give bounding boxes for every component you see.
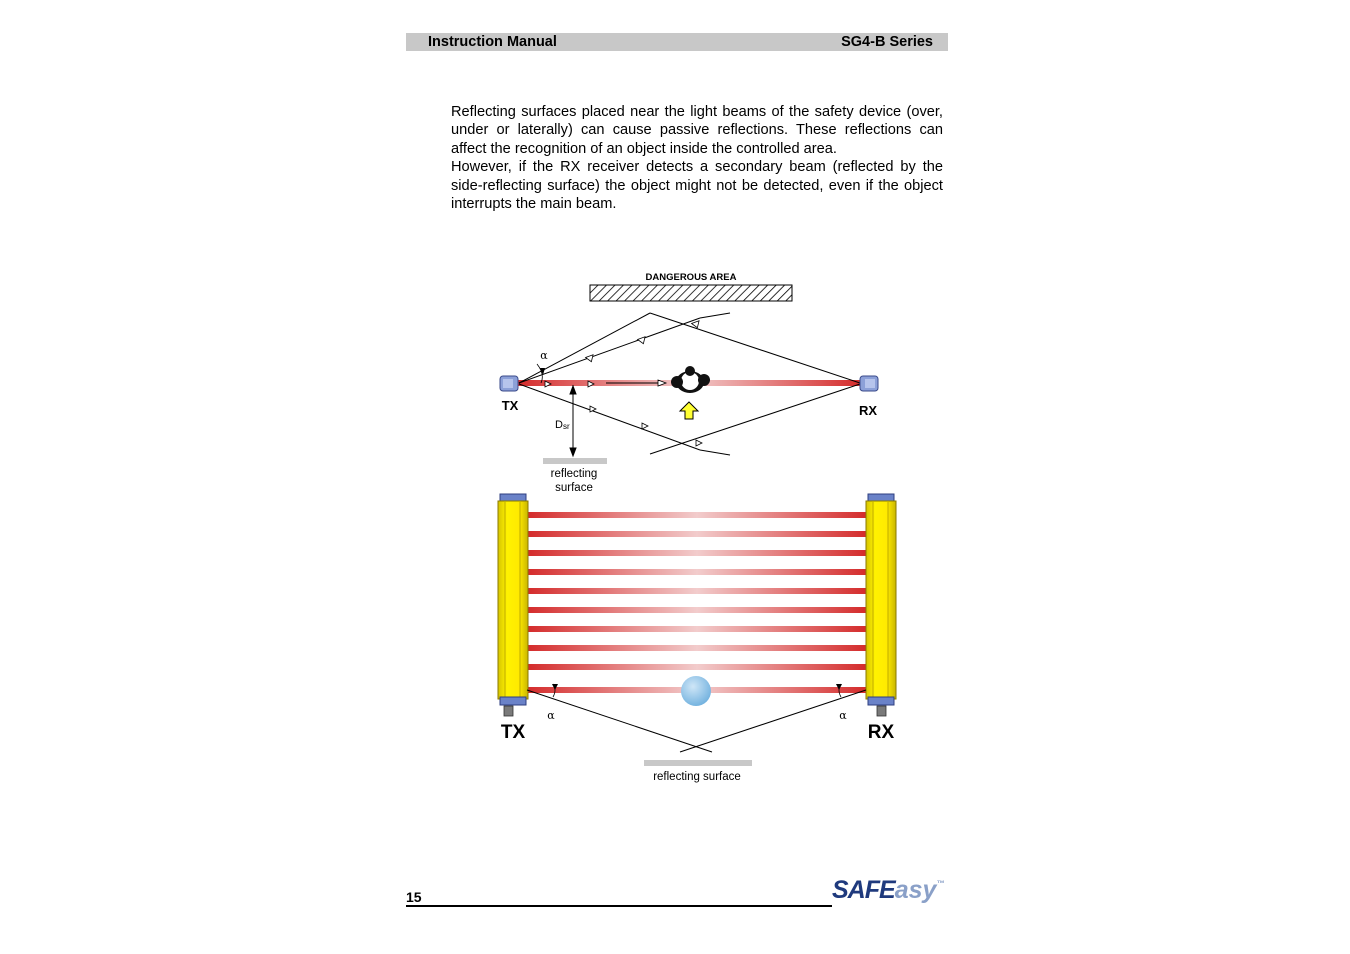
direction-arrows [544,320,703,447]
paragraph-1: Reflecting surfaces placed near the ligh… [451,104,943,157]
obstacle-ball-icon [681,676,711,706]
alpha-arrow-right [836,684,842,690]
reflecting-surface-top [543,458,607,464]
dangerous-area-hatch [589,284,793,302]
alpha-label-left: α [547,709,555,722]
dangerous-area-label: DANGEROUS AREA [646,272,737,283]
reflecting-surface-label-2: surface [555,482,593,494]
rx-light-curtain [865,493,897,717]
rx-label-bottom: RX [868,722,895,743]
page-header: Instruction Manual SG4-B Series [406,33,948,51]
reflecting-surface-label-1: reflecting [551,468,598,480]
safeasy-logo: SAFEasy™ [832,876,944,905]
dsr-label: Dsr [555,419,570,431]
alpha-label-right: α [839,709,847,722]
alpha-arrow-left [552,684,558,690]
bottom-reflection-path [526,689,867,753]
alpha-label-top: α [540,349,548,362]
dsr-dimension [569,384,577,458]
paragraph-2: However, if the RX receiver detects a se… [451,159,943,213]
logo-safe: SAFE [832,876,896,904]
rx-receiver-icon [859,375,879,392]
tx-light-curtain [497,493,529,717]
header-series: SG4-B Series [841,34,933,50]
yellow-up-arrow-icon [678,401,700,420]
reflecting-surface-bottom-label: reflecting surface [653,771,741,783]
logo-asy: asy [894,876,937,904]
footer-rule [406,905,832,907]
body-text: Reflecting surfaces placed near the ligh… [451,103,943,213]
reflecting-surface-bottom [644,760,752,766]
tx-label-top: TX [502,398,519,413]
object-arrow [606,379,668,387]
alpha-arc-top [536,363,543,384]
obstacle-object-icon [671,366,710,393]
tx-label-bottom: TX [501,722,526,743]
upper-reflection-path [518,312,861,384]
light-curtain-beams [526,512,868,693]
logo-tm: ™ [936,879,945,888]
lower-reflection-path [518,383,861,456]
rx-label-top: RX [859,403,877,418]
header-title: Instruction Manual [428,34,557,50]
page-number: 15 [406,889,422,905]
tx-emitter-icon [499,375,519,392]
alpha-arrow-top [540,368,545,375]
